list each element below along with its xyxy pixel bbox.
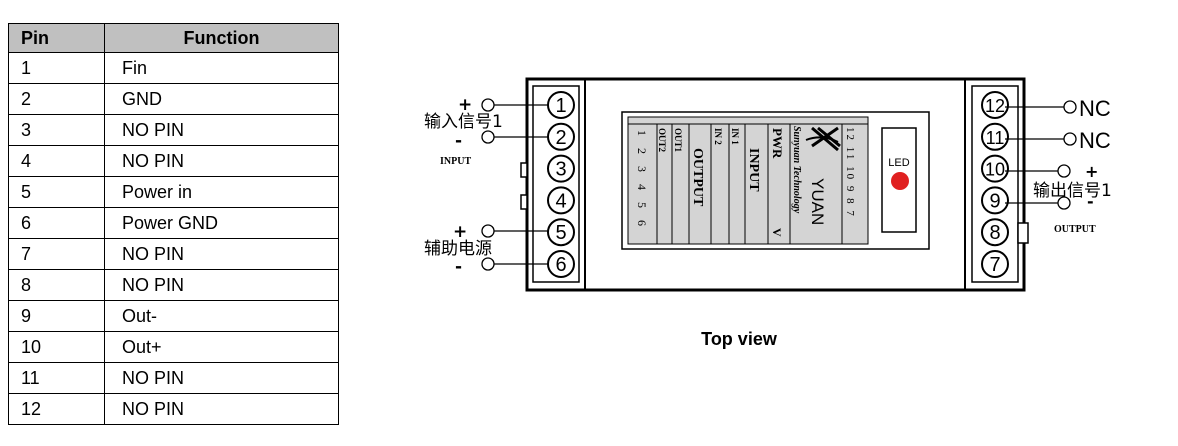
input-minus: - — [455, 131, 462, 151]
right-terminal-number: 12 — [985, 96, 1005, 116]
function-column-header: Function — [104, 23, 339, 53]
right-wiring — [1005, 100, 1077, 210]
pin-number-cell: 1 — [8, 52, 105, 84]
right-terminal-circle — [981, 218, 1009, 247]
panel-input-label: INPUT — [746, 148, 761, 192]
output-plus: + — [1085, 162, 1098, 181]
input-signal-label: 输入信号1 — [424, 112, 503, 132]
left-terminal-circle — [547, 186, 575, 215]
panel-in1-label: IN 1 — [730, 128, 740, 145]
pin-function-cell: NO PIN — [104, 393, 339, 425]
aux-plus: + — [453, 222, 467, 242]
panel-output-label: OUTPUT — [690, 148, 705, 207]
left-wiring — [481, 98, 548, 271]
right-terminal-circle — [981, 91, 1009, 119]
nc-label-11: NC — [1079, 128, 1111, 153]
led-indicator — [891, 172, 909, 190]
left-terminal-number: 2 — [555, 127, 566, 149]
aux-power-label: 辅助电源 — [424, 239, 492, 259]
aux-minus: - — [455, 257, 462, 277]
output-label: OUTPUT — [1054, 224, 1096, 235]
led-label: LED — [888, 157, 909, 169]
input-label: INPUT — [440, 156, 471, 167]
right-terminal-block — [971, 85, 1019, 283]
right-terminal-circle — [981, 122, 1009, 151]
left-terminal-number: 4 — [555, 190, 566, 212]
left-terminal-block — [532, 85, 580, 283]
left-terminal-number: 6 — [555, 254, 566, 276]
right-terminal-number: 9 — [989, 190, 1000, 212]
panel-pin-row-top: 12 11 10 9 8 7 — [844, 127, 856, 218]
right-terminal-number: 8 — [989, 222, 1000, 244]
right-terminal-number: 10 — [985, 160, 1005, 180]
left-terminals: 1 2 3 4 5 6 — [547, 91, 575, 278]
left-terminal-number: 1 — [555, 95, 566, 117]
left-terminal-circle — [547, 218, 575, 247]
output-signal-label: 输出信号1 — [1033, 181, 1112, 201]
output-minus: - — [1087, 192, 1094, 211]
panel-pwr-label: PWR — [770, 128, 785, 159]
pin-number-cell: 10 — [8, 331, 105, 363]
panel-in2-label: IN 2 — [713, 128, 723, 145]
left-notch-bottom — [520, 194, 528, 210]
left-terminal-number: 5 — [555, 222, 566, 244]
pin-function-cell: NO PIN — [104, 145, 339, 177]
right-terminals: 12 11 10 9 8 7 — [981, 91, 1009, 278]
panel-out2-label: OUT2 — [657, 128, 667, 153]
brand-label: YUAN — [808, 178, 827, 225]
panel-pin-row-bottom: 1 2 3 4 5 6 — [635, 130, 649, 231]
brand-logo-icon — [805, 126, 841, 152]
panel-out1-label: OUT1 — [673, 128, 683, 153]
right-terminal-circle — [981, 250, 1009, 278]
pin-function-cell: Out+ — [104, 331, 339, 363]
right-notch — [1017, 222, 1029, 244]
brand-sub-label: Sunyuan Technology — [791, 126, 802, 214]
left-terminal-number: 3 — [555, 159, 566, 181]
right-terminal-number: 11 — [986, 128, 1005, 148]
pin-function-cell: GND — [104, 83, 339, 115]
input-plus: + — [458, 95, 472, 115]
right-terminal-circle — [981, 186, 1009, 215]
pin-column-header: Pin — [8, 23, 105, 53]
top-view-caption: Top view — [701, 329, 778, 349]
panel-volt-label: V — [770, 228, 784, 237]
table-header-row: Pin Function — [8, 23, 339, 53]
pin-number-cell: 3 — [8, 114, 105, 146]
right-terminal-circle — [981, 154, 1009, 183]
nc-label-12: NC — [1079, 96, 1111, 121]
right-terminal-number: 7 — [989, 254, 1000, 276]
left-notch-top — [520, 162, 528, 178]
pin-function-cell: Fin — [104, 52, 339, 84]
left-terminal-circle — [547, 154, 575, 183]
pin-function-cell: Power in — [104, 176, 339, 208]
